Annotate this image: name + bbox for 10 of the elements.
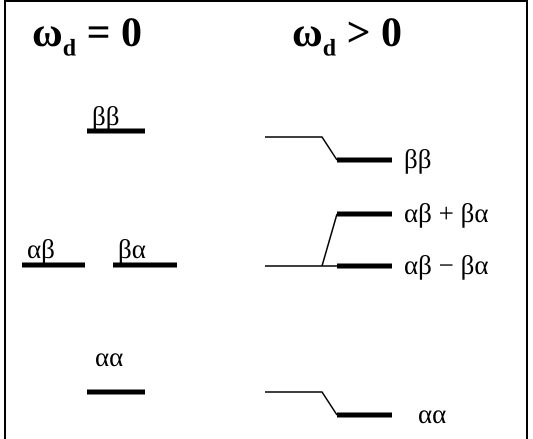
level-label: αα: [418, 401, 446, 428]
level-label: αβ − βα: [404, 252, 488, 279]
level-label: αα: [95, 344, 124, 371]
column-heading: ω$_{d}$ > 0: [292, 12, 402, 60]
column-heading: ω$_{d}$ = 0: [32, 12, 142, 60]
level-label: αβ + βα: [404, 200, 488, 227]
level-label: ββ: [404, 146, 432, 173]
level-label: βα: [118, 236, 146, 263]
level-label: αβ: [27, 236, 55, 263]
level-label: ββ: [92, 103, 120, 130]
